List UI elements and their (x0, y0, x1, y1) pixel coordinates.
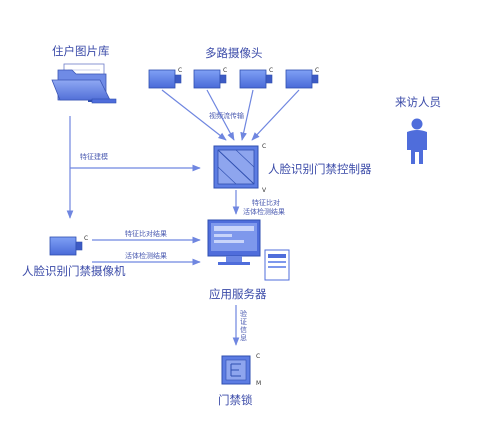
door-lock-label: 门禁锁 (218, 393, 253, 407)
verify-label-2: 证 (240, 318, 247, 326)
face-camera-icon (49, 236, 83, 256)
door-lock-m-glyph: M (256, 380, 261, 387)
camera-1-c-glyph: C (178, 67, 182, 74)
camera-2-c-glyph: C (223, 67, 227, 74)
app-server-tower-icon (264, 249, 290, 281)
compare-liveness-label-2: 活体检测结果 (243, 207, 285, 216)
feature-modeling-label: 特征建模 (80, 152, 108, 161)
compare-liveness-label-1: 特征比对 (252, 198, 280, 207)
multi-camera-label: 多路摄像头 (205, 46, 263, 60)
camera-3-c-glyph: C (269, 67, 273, 74)
visitor-label: 来访人员 (395, 95, 441, 109)
arrow-camera4-controller (251, 89, 300, 141)
controller-v-glyph: V (262, 187, 267, 194)
face-controller-icon (213, 145, 259, 189)
arrow-camera1-controller (161, 89, 227, 141)
liveness-result-label: 活体检测结果 (125, 251, 167, 260)
verify-label-4: 息 (240, 333, 247, 342)
camera-3-icon (239, 69, 273, 89)
camera-4-icon (285, 69, 319, 89)
camera-1-icon (148, 69, 182, 89)
camera-4-c-glyph: C (315, 67, 319, 74)
verify-label-1: 验 (240, 309, 247, 318)
controller-label: 人脸识别门禁控制器 (268, 162, 372, 176)
door-lock-icon (221, 355, 251, 385)
visitor-person-icon (407, 118, 427, 164)
face-camera-label: 人脸识别门禁摄像机 (22, 264, 126, 278)
app-server-monitor-icon (207, 219, 261, 265)
feature-compare-result-label: 特征比对结果 (125, 229, 167, 238)
photo-library-folder-icon (51, 63, 117, 104)
app-server-label: 应用服务器 (209, 287, 267, 301)
photo-library-label: 住户图片库 (52, 44, 110, 58)
face-camera-c-glyph: C (84, 235, 88, 242)
verify-label-3: 信 (240, 325, 247, 334)
camera-2-icon (193, 69, 227, 89)
door-lock-c-glyph: C (256, 353, 260, 360)
video-stream-label: 视频流传输 (209, 111, 244, 120)
controller-c-glyph: C (262, 143, 266, 150)
arrow-camera2-controller (206, 89, 235, 141)
arrow-camera3-controller (240, 89, 254, 141)
